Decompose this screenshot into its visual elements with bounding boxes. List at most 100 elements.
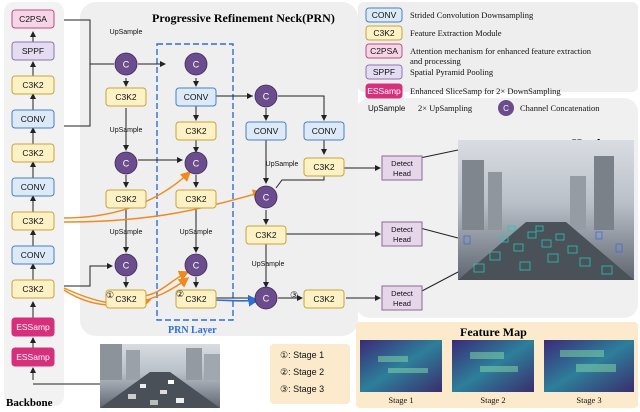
legend-upsample-text: 2× UpSampling bbox=[418, 103, 473, 113]
concat-prn-2: C bbox=[184, 151, 208, 175]
backbone-block-0: C2PSA bbox=[11, 9, 55, 29]
c3k2-prn-1: C3K2 bbox=[175, 121, 217, 141]
c3k2-prn-3-label: C3K2 bbox=[185, 294, 207, 304]
legend-text-3: Spatial Pyramid Pooling bbox=[410, 67, 494, 77]
prn-layer-title: PRN Layer bbox=[168, 325, 217, 336]
upsample-label-4: UpSample bbox=[180, 229, 213, 236]
backbone-block-5: CONV bbox=[11, 177, 55, 197]
feature-map-label-3: Stage 3 bbox=[576, 395, 601, 405]
backbone-block-6-label: C3K2 bbox=[22, 216, 44, 226]
concat-col1-2: C bbox=[114, 151, 138, 175]
c3k2-col1-2-label: C3K2 bbox=[115, 194, 137, 204]
backbone-block-3: CONV bbox=[11, 109, 55, 129]
neck-title: Progressive Refinement Neck(PRN) bbox=[152, 11, 335, 25]
c3k2-col3-2-label: C3K2 bbox=[255, 230, 277, 240]
stage-legend-panel bbox=[270, 344, 350, 404]
legend-text-0: Strided Convolution Downsampling bbox=[410, 10, 534, 20]
c3k2-col3-3: C3K2 bbox=[303, 289, 345, 309]
concat-col1-1: C bbox=[114, 52, 138, 76]
neck-connectors bbox=[64, 19, 459, 301]
neck-panel bbox=[80, 2, 358, 336]
concat-col1-3: C bbox=[114, 253, 138, 277]
c3k2-col3-3-label: C3K2 bbox=[313, 294, 335, 304]
conv-col3-1-label: CONV bbox=[254, 126, 279, 136]
legend-concat-text: Channel Concatenation bbox=[520, 103, 600, 113]
prn-layer-outline bbox=[156, 43, 234, 321]
upsample-label-6: UpSample bbox=[252, 261, 285, 268]
detect-head-1-line1: Detect bbox=[391, 159, 414, 168]
c3k2-col3-1: C3K2 bbox=[303, 157, 345, 177]
c3k2-col3-2: C3K2 bbox=[245, 225, 287, 245]
c3k2-prn-2: C3K2 bbox=[175, 189, 217, 209]
backbone-panel bbox=[4, 2, 64, 406]
upsample-label-5: UpSample bbox=[266, 161, 299, 168]
legend-box-4: ESSamp bbox=[365, 83, 403, 99]
feature-map-tiles bbox=[360, 340, 634, 392]
backbone-block-10: ESSamp bbox=[11, 347, 55, 367]
legend-text-2: Attention mechanism for enhanced feature… bbox=[410, 46, 592, 56]
legend-box-3-label: SPPF bbox=[373, 67, 395, 77]
legend-box-0: CONV bbox=[365, 7, 403, 23]
detect-head-2-line1: Detect bbox=[391, 225, 414, 234]
backbone-block-5-label: CONV bbox=[21, 182, 46, 192]
c3k2-col1-1: C3K2 bbox=[105, 87, 147, 107]
detect-head-3-line2: Head bbox=[393, 299, 411, 308]
legend-box-2-label: C2PSA bbox=[370, 46, 398, 56]
feature-map-label-2: Stage 2 bbox=[480, 395, 505, 405]
legend-upsample-label: UpSample bbox=[368, 104, 406, 113]
legend-text-1: Feature Extraction Module bbox=[410, 28, 502, 38]
legend-box-1-label: C3K2 bbox=[373, 28, 395, 38]
concat-col3-3-label: C bbox=[263, 294, 270, 304]
concat-col1-3-label: C bbox=[123, 261, 130, 271]
conv-prn-1-label: CONV bbox=[184, 92, 209, 102]
backbone-block-9: ESSamp bbox=[11, 317, 55, 337]
backbone-block-7: CONV bbox=[11, 245, 55, 265]
legend-box-2: C2PSA bbox=[365, 43, 403, 59]
legend-box-3: SPPF bbox=[365, 64, 403, 80]
detect-head-1-line2: Head bbox=[393, 169, 411, 178]
backbone-block-4: C3K2 bbox=[11, 143, 55, 163]
legend-concat-symbol: C bbox=[498, 100, 514, 116]
concat-col3-2: C bbox=[254, 185, 278, 209]
backbone-block-8-label: C3K2 bbox=[22, 284, 44, 294]
upsample-label-2: UpSample bbox=[110, 127, 143, 134]
stage-mark-2: ② bbox=[176, 289, 184, 299]
head-detection-image bbox=[458, 140, 634, 280]
conv-prn-1: CONV bbox=[175, 87, 217, 107]
backbone-block-4-label: C3K2 bbox=[22, 148, 44, 158]
c3k2-prn-3: C3K2 bbox=[175, 289, 217, 309]
backbone-block-2-label: C3K2 bbox=[22, 80, 44, 90]
backbone-block-9-label: ESSamp bbox=[16, 322, 50, 332]
concat-col1-2-label: C bbox=[123, 159, 130, 169]
legend-text-2-cont: and processing bbox=[410, 56, 462, 66]
concat-prn-3: C bbox=[184, 253, 208, 277]
c3k2-col1-3-label: C3K2 bbox=[115, 294, 137, 304]
backbone-block-1-label: SPPF bbox=[22, 46, 44, 56]
conv-col3-2: CONV bbox=[303, 121, 345, 141]
legend-concat-symbol-label: C bbox=[503, 104, 509, 113]
concat-col3-2-label: C bbox=[263, 193, 270, 203]
backbone-block-2: C3K2 bbox=[11, 75, 55, 95]
feature-map-title: Feature Map bbox=[460, 325, 527, 339]
c3k2-col1-3: C3K2 bbox=[105, 289, 147, 309]
backbone-block-6: C3K2 bbox=[11, 211, 55, 231]
c3k2-prn-1-label: C3K2 bbox=[185, 126, 207, 136]
backbone-block-8: C3K2 bbox=[11, 279, 55, 299]
feature-map-label-1: Stage 1 bbox=[388, 395, 413, 405]
conv-col3-1: CONV bbox=[245, 121, 287, 141]
input-image bbox=[100, 344, 220, 408]
stage-legend-3: ③: Stage 3 bbox=[280, 384, 324, 394]
legend-box-0-label: CONV bbox=[372, 10, 397, 20]
c3k2-prn-2-label: C3K2 bbox=[185, 194, 207, 204]
stage-legend-2: ②: Stage 2 bbox=[280, 367, 324, 377]
conv-col3-2-label: CONV bbox=[312, 126, 337, 136]
legend-box-4-label: ESSamp bbox=[367, 86, 401, 96]
legend-panel bbox=[358, 2, 638, 92]
concat-col3-1-label: C bbox=[263, 92, 270, 102]
detect-head-2-line2: Head bbox=[393, 235, 411, 244]
backbone-block-7-label: CONV bbox=[21, 250, 46, 260]
concat-prn-1-label: C bbox=[193, 60, 200, 70]
backbone-block-10-label: ESSamp bbox=[16, 352, 50, 362]
